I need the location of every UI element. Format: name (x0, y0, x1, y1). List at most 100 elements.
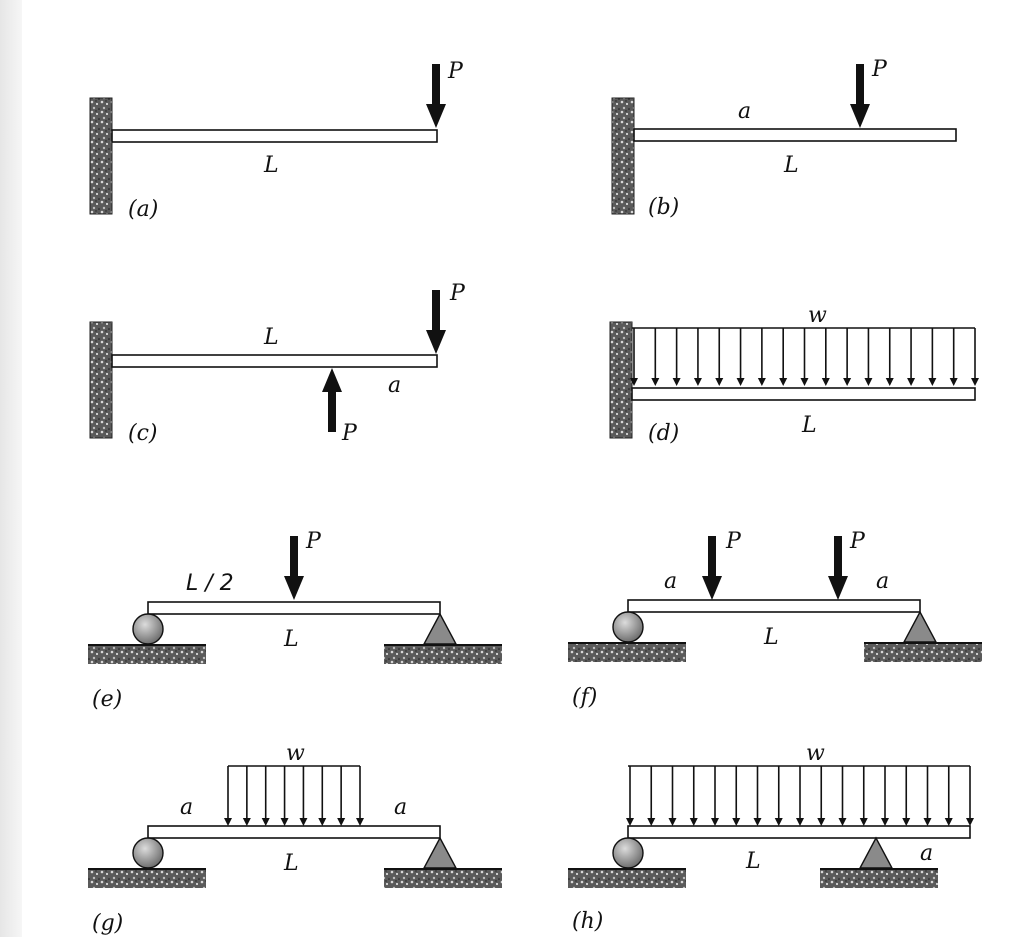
distributed-load-arrowhead (689, 818, 698, 826)
panel-f: P P a a L (f) (568, 529, 982, 710)
caption-b: (b) (648, 195, 679, 220)
roller-support-h (612, 837, 644, 869)
distributed-load-arrowhead (299, 818, 308, 826)
distributed-load-arrowhead (966, 818, 974, 826)
distributed-load-arrowhead (949, 378, 958, 386)
half-length-label-e: L / 2 (186, 571, 234, 596)
load2-label-f: P (849, 529, 866, 554)
caption-c: (c) (128, 421, 158, 446)
distributed-load-arrowhead (668, 818, 677, 826)
load-top-label-c: P (449, 281, 466, 306)
beam-g (147, 825, 441, 839)
distributed-load-arrowhead (736, 378, 745, 386)
ground-left-g (88, 870, 206, 888)
a-right-label-g: a (394, 795, 407, 820)
distributed-load-arrowhead (843, 378, 852, 386)
load-bottom-label-c: P (341, 421, 358, 446)
w-label-g: w (286, 741, 305, 766)
distributed-load-arrowhead (711, 818, 719, 826)
ground-left-h (568, 870, 686, 888)
distributed-load-arrows-h (626, 766, 974, 826)
distributed-load-arrows-d (630, 328, 979, 386)
ground-right-h (820, 870, 938, 888)
distributed-load-arrowhead (630, 378, 638, 386)
panel-d: w L (d) (609, 303, 979, 446)
a-left-label-f: a (664, 569, 677, 594)
distributed-load-arrowhead (356, 818, 364, 826)
point-load-arrow-b (850, 64, 870, 128)
pin-support-g (422, 836, 458, 869)
beam-d (631, 387, 976, 401)
a-label-b: a (738, 99, 751, 124)
distributed-load-arrowhead (757, 378, 766, 386)
distributed-load-arrowhead (944, 818, 953, 826)
distributed-load-arrowhead (732, 818, 741, 826)
distributed-load-arrowhead (928, 378, 937, 386)
distributed-load-arrowhead (774, 818, 783, 826)
fixed-wall-d (609, 321, 633, 439)
length-label-h: L (745, 849, 761, 874)
distributed-load-arrowhead (693, 378, 702, 386)
distributed-load-arrowhead (923, 818, 932, 826)
ground-left-f (568, 644, 686, 662)
roller-support-g (132, 837, 164, 869)
load-label-a: P (447, 59, 464, 84)
caption-a: (a) (128, 197, 158, 222)
point-load-arrow-e (284, 536, 304, 600)
length-label-d: L (801, 413, 817, 438)
caption-f: (f) (572, 685, 597, 710)
beam-a (111, 129, 438, 143)
point-load-arrow-2-f (828, 536, 848, 600)
distributed-load-arrowhead (859, 818, 868, 826)
length-label-b: L (783, 153, 799, 178)
caption-g: (g) (92, 911, 123, 936)
point-load-arrow-up-c (322, 368, 342, 432)
panel-g: w a a L (g) (88, 741, 502, 936)
length-label-g: L (283, 851, 299, 876)
ground-left-e (88, 646, 206, 664)
distributed-load-arrowhead (971, 378, 979, 386)
roller-support-e (132, 613, 164, 645)
length-label-e: L (283, 627, 299, 652)
load-label-b: P (871, 57, 888, 82)
distributed-load-arrowhead (626, 818, 634, 826)
a-label-h: a (920, 841, 933, 866)
ground-right-e (384, 646, 502, 664)
distributed-load-arrowhead (902, 818, 911, 826)
beam-b (633, 128, 957, 142)
ground-right-g (384, 870, 502, 888)
fixed-wall-a (89, 97, 113, 215)
pin-support-e (422, 612, 458, 645)
w-label-h: w (806, 741, 825, 766)
distributed-load-arrowhead (864, 378, 873, 386)
distributed-load-arrowhead (261, 818, 270, 826)
beam-e (147, 601, 441, 615)
distributed-load-arrowhead (881, 818, 889, 826)
fixed-wall-c (89, 321, 113, 439)
length-label-c: L (263, 325, 279, 350)
distributed-load-arrows-g (224, 766, 364, 826)
distributed-load-arrowhead (280, 818, 289, 826)
panel-a: P L (a) (89, 59, 464, 222)
fixed-wall-b (611, 97, 635, 215)
distributed-load-arrowhead (779, 378, 788, 386)
distributed-load-arrowhead (715, 378, 724, 386)
beam-c (111, 354, 438, 368)
panel-b: P a L (b) (611, 57, 957, 220)
beam-f (627, 599, 921, 613)
distributed-load-arrowhead (651, 378, 660, 386)
distributed-load-arrowhead (885, 378, 894, 386)
distributed-load-arrowhead (224, 818, 232, 826)
distributed-load-arrowhead (672, 378, 681, 386)
caption-e: (e) (92, 687, 122, 712)
ground-right-f (864, 644, 982, 662)
a-label-c: a (388, 373, 401, 398)
point-load-arrow-a (426, 64, 446, 128)
length-label-f: L (763, 625, 779, 650)
distributed-load-arrowhead (796, 818, 804, 826)
distributed-load-arrowhead (838, 818, 847, 826)
panel-h: w L a (h) (568, 741, 974, 934)
distributed-load-arrowhead (337, 818, 346, 826)
distributed-load-arrowhead (817, 818, 826, 826)
